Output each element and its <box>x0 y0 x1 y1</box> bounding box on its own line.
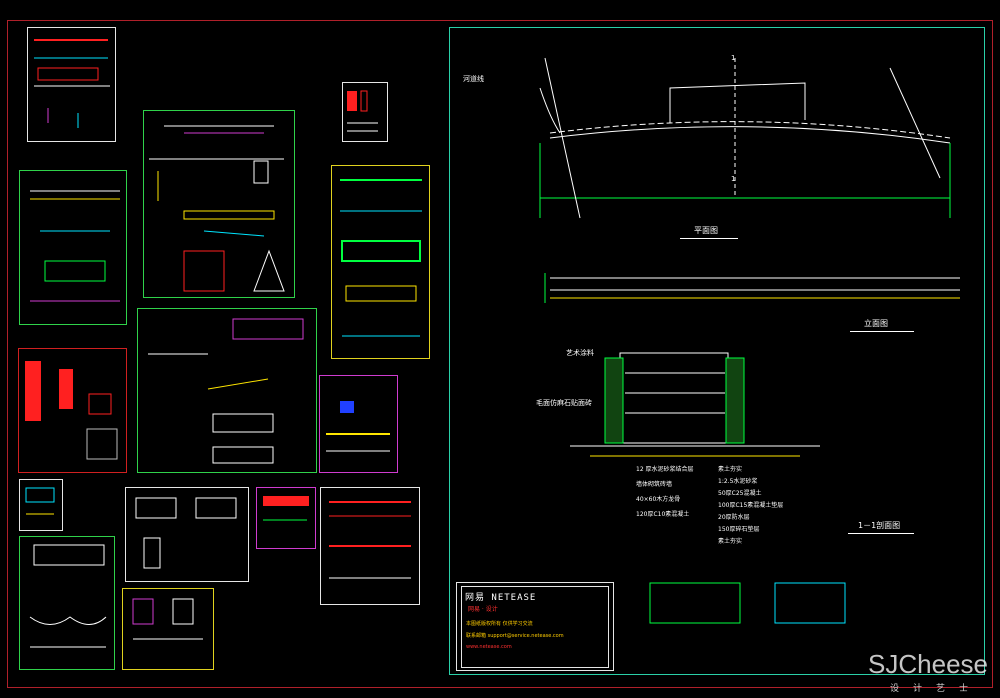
spec-left-1: 12 厚水泥砂浆结合层 <box>636 466 694 473</box>
main-drawing-sheet[interactable]: 河道线 1 1 平面图 立面图 艺术涂料 毛面仿麻石贴面砖 12 厚水泥砂浆结合… <box>449 27 985 675</box>
section-callout-mid: 毛面仿麻石贴面砖 <box>536 399 592 407</box>
sheet-thumbnail-1-drawing <box>34 39 110 128</box>
plan-view-title: 平面图 <box>694 226 718 235</box>
sheet-thumbnail-13-drawing <box>29 544 107 648</box>
spec-left-3: 40×60木方龙骨 <box>636 496 681 503</box>
drawing-border <box>7 20 993 688</box>
section-callout-left: 艺术涂料 <box>566 349 594 357</box>
section-mark-top: 1 <box>731 54 736 62</box>
watermark-logo: SJCheese <box>868 649 988 679</box>
title-block-title: 网易 NETEASE <box>465 593 537 603</box>
spec-right-2: 1:2.5水泥砂浆 <box>718 478 758 485</box>
sheet-thumbnail-6[interactable] <box>137 308 317 473</box>
title-block-line-3: www.netease.com <box>466 644 512 650</box>
sheet-thumbnail-4[interactable] <box>19 170 127 325</box>
elevation-view-title-underline <box>850 331 914 332</box>
sheet-thumbnail-14[interactable] <box>122 588 214 670</box>
sheet-thumbnail-13[interactable] <box>19 536 115 670</box>
sheet-thumbnail-7[interactable] <box>18 348 127 473</box>
spec-left-2: 墙体砌筑砖墙 <box>636 481 673 488</box>
plan-view-title-underline <box>680 238 738 239</box>
sheet-thumbnail-9[interactable] <box>19 479 63 531</box>
sheet-thumbnail-2-drawing <box>149 125 285 292</box>
sheet-thumbnail-14-drawing <box>132 598 203 640</box>
plan-callout-label: 河道线 <box>463 75 484 83</box>
title-block[interactable] <box>456 582 614 671</box>
sheet-thumbnail-11[interactable] <box>256 487 316 549</box>
sheet-thumbnail-5-drawing <box>340 179 422 337</box>
spec-right-6: 150厚碎石垫层 <box>718 526 760 533</box>
title-block-subtitle: 网易 · 设计 <box>468 606 498 613</box>
main-drawing-linework <box>539 57 960 624</box>
spec-right-1: 素土夯实 <box>718 466 743 473</box>
sheet-thumbnail-11-drawing <box>263 496 309 521</box>
spec-left-4: 120厚C10素混凝土 <box>636 511 690 518</box>
sheet-thumbnail-9-drawing <box>25 487 55 515</box>
spec-right-7: 素土夯实 <box>718 538 743 545</box>
sheet-thumbnail-2[interactable] <box>143 110 295 298</box>
sheet-thumbnail-8-drawing <box>326 401 390 452</box>
sheet-thumbnail-8[interactable] <box>319 375 398 473</box>
title-block-line-1: 本图纸版权所有 仅供学习交流 <box>466 621 533 627</box>
sheet-thumbnail-10-drawing <box>135 497 237 569</box>
sheet-thumbnail-7-drawing <box>25 361 118 460</box>
sheet-thumbnail-3-drawing <box>347 90 378 132</box>
title-block-line-2: 联系邮箱 support@service.netease.com <box>466 633 564 639</box>
spec-right-3: 50厚C25混凝土 <box>718 490 762 497</box>
sheet-thumbnail-6-drawing <box>148 318 304 464</box>
sheet-thumbnail-12[interactable] <box>320 487 420 605</box>
sheet-thumbnail-10[interactable] <box>125 487 249 582</box>
spec-right-5: 20厚防水层 <box>718 514 750 521</box>
spec-right-4: 100厚C15素混凝土垫层 <box>718 502 784 509</box>
sheet-thumbnail-3[interactable] <box>342 82 388 142</box>
section-view-title: 1－1剖面图 <box>858 521 901 530</box>
section-mark-bottom: 1 <box>731 175 736 183</box>
sheet-thumbnail-4-drawing <box>30 190 120 302</box>
elevation-view-title: 立面图 <box>864 319 888 328</box>
sheet-thumbnail-1[interactable] <box>27 27 116 142</box>
title-block-inner <box>461 586 609 668</box>
sheet-thumbnail-12-drawing <box>329 501 411 579</box>
section-view-title-underline <box>848 533 914 534</box>
watermark-subtitle: 设计艺士 <box>889 684 982 694</box>
sheet-thumbnail-5[interactable] <box>331 165 430 359</box>
